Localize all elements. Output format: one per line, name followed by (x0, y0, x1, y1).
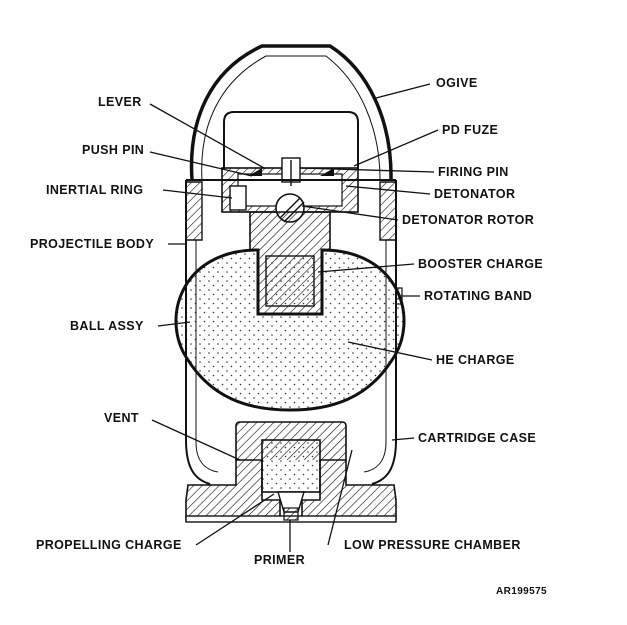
label-detonator: DETONATOR (434, 187, 515, 201)
label-rotating-band: ROTATING BAND (424, 289, 532, 303)
projectile-body-shape (185, 179, 397, 241)
reference-number: AR199575 (496, 586, 547, 597)
ogive-shape (189, 44, 393, 181)
propelling-charge-shape (235, 421, 347, 513)
label-ball-assy: BALL ASSY (70, 319, 144, 333)
label-he-charge: HE CHARGE (436, 353, 515, 367)
label-booster-charge: BOOSTER CHARGE (418, 257, 543, 271)
he-charge-shape (174, 248, 406, 412)
label-projectile-body: PROJECTILE BODY (30, 237, 154, 251)
label-ogive: OGIVE (436, 76, 478, 90)
labels: OGIVE LEVER PD FUZE PUSH PIN FIRING PIN … (30, 76, 547, 597)
label-pd-fuze: PD FUZE (442, 123, 498, 137)
rotating-band-shape (395, 287, 403, 305)
inertial-ring-shape (229, 185, 247, 211)
label-cartridge-case: CARTRIDGE CASE (418, 431, 536, 445)
label-firing-pin: FIRING PIN (438, 165, 509, 179)
label-push-pin: PUSH PIN (82, 143, 144, 157)
booster-charge-shape (249, 211, 331, 315)
label-low-pressure-chamber: LOW PRESSURE CHAMBER (344, 538, 521, 552)
label-lever: LEVER (98, 95, 142, 109)
primer-shape (283, 507, 299, 521)
leader-lines (149, 83, 439, 552)
label-detonator-rotor: DETONATOR ROTOR (402, 213, 534, 227)
pd-fuze-shape (221, 111, 359, 213)
label-propelling-charge: PROPELLING CHARGE (36, 538, 182, 552)
label-inertial-ring: INERTIAL RING (46, 183, 143, 197)
label-vent: VENT (104, 411, 139, 425)
label-primer: PRIMER (254, 553, 305, 567)
